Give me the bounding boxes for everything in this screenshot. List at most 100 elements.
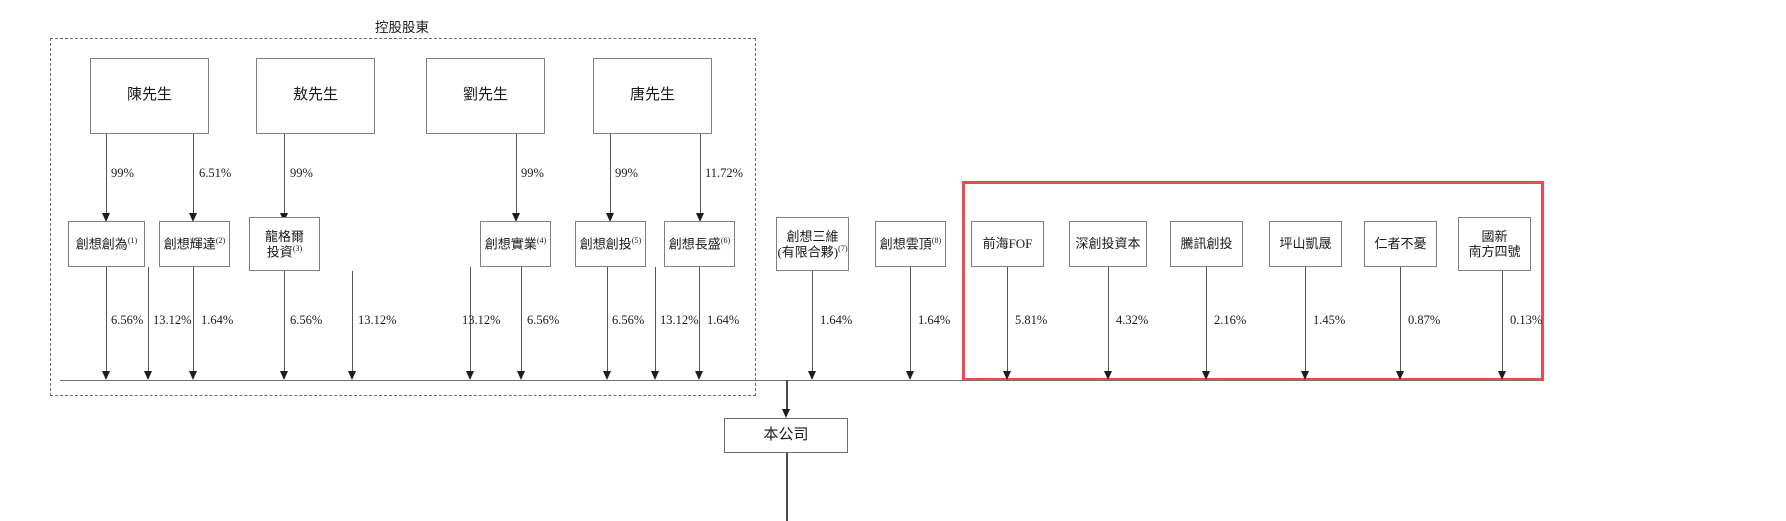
entity-note: (7) (838, 243, 848, 253)
edge-line-ao-longgeer (284, 134, 285, 219)
bus-pct-sanwei: 1.64% (820, 313, 853, 327)
external-investors-highlight-frame (962, 181, 1544, 381)
bus-line-chuangtou-b (655, 267, 656, 371)
company-tail-line (786, 453, 788, 521)
person-label: 敖先生 (292, 87, 338, 104)
company-box[interactable]: 本公司 (724, 418, 848, 453)
bus-pct-chuangwei-b: 13.12% (153, 313, 192, 327)
entity-box-chuangxiang-chuangwei[interactable]: 創想創為(1) (68, 221, 145, 267)
person-label: 唐先生 (629, 87, 675, 104)
bus-line-huida (193, 267, 194, 371)
entity-box-longgeer-touzi[interactable]: 龍格爾 投資(3) (249, 217, 320, 271)
entity-label-line1: 創想三維 (786, 228, 839, 244)
bus-line-changsheng (699, 267, 700, 371)
bus-line-renzhebuyou (1400, 267, 1401, 371)
bus-arrow-changsheng (695, 371, 703, 380)
investor-label: 前海FOF (982, 236, 1033, 252)
controlling-shareholder-frame (50, 38, 756, 396)
bus-line-pingshan (1305, 267, 1306, 371)
bus-pct-guoxin-nanfang: 0.13% (1510, 313, 1543, 327)
investor-label: 坪山凱晟 (1279, 236, 1332, 252)
bus-pct-yunding: 1.64% (918, 313, 951, 327)
edge-arrow-chen-huida (189, 213, 197, 222)
investor-label: 仁者不憂 (1374, 236, 1427, 252)
bus-pct-chuangtou-a: 6.56% (612, 313, 645, 327)
edge-arrow-liu-shiye (512, 213, 520, 222)
bus-line-shiye-b (521, 267, 522, 371)
bus-arrow-chuangtou-a (603, 371, 611, 380)
bus-line-chuangwei-a (106, 267, 107, 371)
entity-note: (4) (536, 236, 547, 246)
edge-arrow-tang-chuangtou (606, 213, 614, 222)
edge-line-liu-shiye (516, 134, 517, 219)
entity-label-line2: (有限合夥)(7) (777, 243, 848, 260)
bus-line-sanwei (812, 271, 813, 371)
entity-box-chuangxiang-chuangtou[interactable]: 創想創投(5) (575, 221, 646, 267)
edge-pct-ao-longgeer: 99% (290, 166, 313, 180)
bus-arrow-huida (189, 371, 197, 380)
edge-pct-liu-shiye: 99% (521, 166, 544, 180)
bus-arrow-longgeer-b (348, 371, 356, 380)
edge-line-tang-chuangtou (610, 134, 611, 219)
person-box-ao[interactable]: 敖先生 (256, 58, 375, 134)
investor-box-qianhai-fof[interactable]: 前海FOF (971, 221, 1044, 267)
entity-label: 創想創投(5) (579, 236, 642, 252)
investor-box-shenchuang[interactable]: 深創投資本 (1069, 221, 1147, 267)
edge-arrow-tang-changsheng (696, 213, 704, 222)
bus-pct-tencent: 2.16% (1214, 313, 1247, 327)
investor-label: 騰訊創投 (1180, 236, 1233, 252)
entity-note: (5) (631, 236, 642, 246)
entity-box-chuangxiang-shiye[interactable]: 創想實業(4) (480, 221, 551, 267)
entity-box-chuangxiang-yunding[interactable]: 創想雲頂(8) (875, 221, 946, 267)
investor-box-tencent[interactable]: 騰訊創投 (1170, 221, 1243, 267)
bus-arrow-chuangwei-b (144, 371, 152, 380)
entity-note: (1) (127, 236, 138, 246)
bus-arrow-renzhebuyou (1396, 371, 1404, 380)
bus-arrow-shiye-b (517, 371, 525, 380)
entity-box-chuangxiang-huida[interactable]: 創想輝達(2) (159, 221, 230, 267)
investor-box-pingshan[interactable]: 坪山凱晟 (1269, 221, 1342, 267)
bus-arrow-sanwei (808, 371, 816, 380)
person-box-chen[interactable]: 陳先生 (90, 58, 209, 134)
entity-label: 創想實業(4) (484, 236, 547, 252)
investor-label: 深創投資本 (1075, 236, 1141, 252)
bus-arrow-shiye-a (466, 371, 474, 380)
edge-line-chen-huida (193, 134, 194, 219)
company-label: 本公司 (763, 426, 809, 443)
entity-box-chuangxiang-sanwei[interactable]: 創想三維 (有限合夥)(7) (776, 217, 849, 271)
bus-pct-shiye-b: 6.56% (527, 313, 560, 327)
edge-arrow-chen-chuangwei (102, 213, 110, 222)
bus-pct-pingshan: 1.45% (1313, 313, 1346, 327)
entity-box-chuangxiang-changsheng[interactable]: 創想長盛(6) (664, 221, 735, 267)
company-drop-arrow (782, 409, 790, 418)
bus-line-qianhai-fof (1007, 267, 1008, 371)
person-label: 劉先生 (462, 87, 508, 104)
entity-label: 創想雲頂(8) (879, 236, 942, 252)
controlling-shareholder-title: 控股股東 (369, 16, 435, 36)
entity-label-line2: 投資(3) (266, 243, 303, 260)
company-drop-line (786, 380, 788, 413)
entity-label: 創想長盛(6) (668, 236, 731, 252)
investor-box-guoxin-nanfang[interactable]: 國新 南方四號 (1458, 217, 1531, 271)
entity-note: (3) (292, 243, 303, 253)
bus-line-yunding (910, 267, 911, 371)
bus-arrow-yunding (906, 371, 914, 380)
edge-pct-chen-huida: 6.51% (199, 166, 232, 180)
edge-pct-tang-chuangtou: 99% (615, 166, 638, 180)
bus-line-longgeer-b (352, 271, 353, 371)
edge-pct-chen-chuangwei: 99% (111, 166, 134, 180)
edge-line-tang-changsheng (700, 134, 701, 219)
person-box-liu[interactable]: 劉先生 (426, 58, 545, 134)
investor-box-renzhebuyou[interactable]: 仁者不憂 (1364, 221, 1437, 267)
bus-pct-renzhebuyou: 0.87% (1408, 313, 1441, 327)
bus-arrow-guoxin-nanfang (1498, 371, 1506, 380)
entity-label: 創想輝達(2) (163, 236, 226, 252)
bus-line-guoxin-nanfang (1502, 271, 1503, 371)
bus-pct-longgeer-a: 6.56% (290, 313, 323, 327)
person-box-tang[interactable]: 唐先生 (593, 58, 712, 134)
bus-pct-shenchuang: 4.32% (1116, 313, 1149, 327)
bus-pct-shiye-a: 13.12% (462, 313, 501, 327)
bus-arrow-shenchuang (1104, 371, 1112, 380)
bus-pct-qianhai-fof: 5.81% (1015, 313, 1048, 327)
bus-arrow-pingshan (1301, 371, 1309, 380)
